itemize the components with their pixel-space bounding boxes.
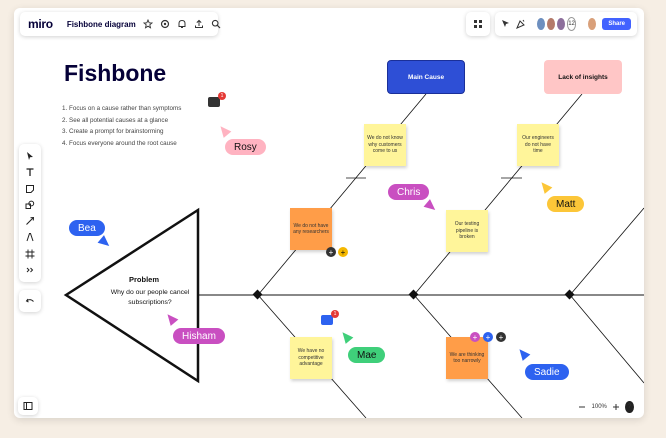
connector-icon[interactable]: [24, 215, 36, 227]
board-heading: Fishbone: [64, 60, 167, 86]
collaborator-tag-matt: Matt: [547, 196, 585, 212]
problem-statement[interactable]: Why do our people cancel subscriptions?: [110, 289, 190, 306]
step-item: 4. Focus everyone around the root cause: [62, 139, 177, 147]
undo-icon: [24, 295, 36, 307]
step-item: 2. See all potential causes at a glance: [62, 116, 169, 124]
steps-list: 1. Focus on a cause rather than symptoms…: [62, 103, 181, 149]
sticky-note[interactable]: Our engineers do not have time: [517, 124, 559, 166]
collaborator-tag-rosy: Rosy: [225, 139, 266, 155]
zoom-out-icon[interactable]: [578, 401, 587, 413]
pen-icon[interactable]: [24, 231, 36, 243]
sticky-note[interactable]: Our testing pipeline is broken: [446, 210, 488, 252]
sticky-note[interactable]: We are thinking too narrowly: [446, 337, 488, 379]
more-icon[interactable]: [24, 264, 36, 276]
avatar[interactable]: [536, 17, 547, 31]
comment-icon[interactable]: [321, 315, 333, 325]
rib-line: [569, 294, 644, 384]
sticky-note[interactable]: We have no competitive advantage: [290, 337, 332, 379]
step-item: 3. Create a prompt for brainstorming: [62, 128, 164, 135]
collaborator-tag-bea: Bea: [69, 220, 105, 236]
search-icon[interactable]: [211, 18, 221, 30]
sticky-note[interactable]: We do not know why customers come to us: [364, 124, 406, 166]
zoom-in-icon[interactable]: [612, 401, 621, 413]
sticky-note[interactable]: We do not have any researchers: [290, 208, 332, 250]
top-left-toolbar: miro Fishbone diagram: [20, 12, 221, 36]
zoom-level[interactable]: 100%: [591, 404, 607, 410]
sidebar-toggle[interactable]: [18, 397, 38, 415]
bell-icon[interactable]: [177, 18, 187, 30]
collaborator-count[interactable]: 12: [566, 17, 577, 31]
share-icon[interactable]: [142, 18, 153, 30]
add-reaction-icon[interactable]: +: [338, 247, 348, 257]
cursor-icon[interactable]: [501, 18, 511, 30]
sidebar-icon: [22, 400, 34, 412]
comment-icon[interactable]: [208, 97, 220, 107]
collaborator-tag-mae: Mae: [348, 347, 386, 363]
add-reaction-icon[interactable]: +: [326, 247, 336, 257]
left-toolbar: [19, 144, 41, 282]
comment-count-badge: 1: [218, 92, 226, 100]
frame-icon[interactable]: [24, 248, 36, 260]
settings-icon[interactable]: [160, 18, 170, 30]
collaborator-tag-hisham: Hisham: [173, 328, 225, 344]
board-title[interactable]: Fishbone diagram: [66, 19, 136, 29]
apps-icon: [472, 18, 484, 30]
avatar[interactable]: [546, 17, 556, 31]
spine-node: [408, 289, 419, 300]
problem-heading[interactable]: Problem: [128, 275, 159, 284]
collaboration-toolbar: 12 Share: [495, 12, 637, 36]
spine-node: [564, 289, 575, 300]
celebrate-icon[interactable]: [516, 18, 526, 30]
undo-button[interactable]: [19, 290, 41, 312]
share-button[interactable]: Share: [602, 18, 631, 30]
miro-logo: miro: [28, 17, 53, 31]
current-user-avatar[interactable]: [587, 17, 598, 31]
avatar[interactable]: [555, 17, 566, 31]
add-reaction-icon[interactable]: +: [496, 332, 506, 342]
add-reaction-icon[interactable]: +: [470, 332, 480, 342]
step-item: 1. Focus on a cause rather than symptoms: [62, 105, 182, 112]
sticky-note-icon[interactable]: [24, 183, 36, 195]
collaborator-tag-chris: Chris: [388, 184, 430, 200]
zoom-controls: 100% ?: [574, 398, 638, 416]
help-icon[interactable]: ?: [625, 401, 634, 413]
shapes-icon[interactable]: [24, 199, 36, 211]
board-canvas[interactable]: miro Fishbone diagram: [14, 8, 644, 418]
comment-count-badge: 1: [331, 310, 339, 318]
lack-of-insights-box[interactable]: Lack of insights: [544, 60, 622, 94]
apps-button[interactable]: [466, 12, 490, 36]
add-reaction-icon[interactable]: +: [483, 332, 493, 342]
main-cause-box[interactable]: Main Cause: [387, 60, 465, 94]
upload-icon[interactable]: [194, 18, 204, 30]
text-icon[interactable]: [24, 166, 36, 178]
rib-line: [569, 207, 644, 296]
collaborator-tag-sadie: Sadie: [525, 364, 569, 380]
select-icon[interactable]: [24, 150, 36, 162]
